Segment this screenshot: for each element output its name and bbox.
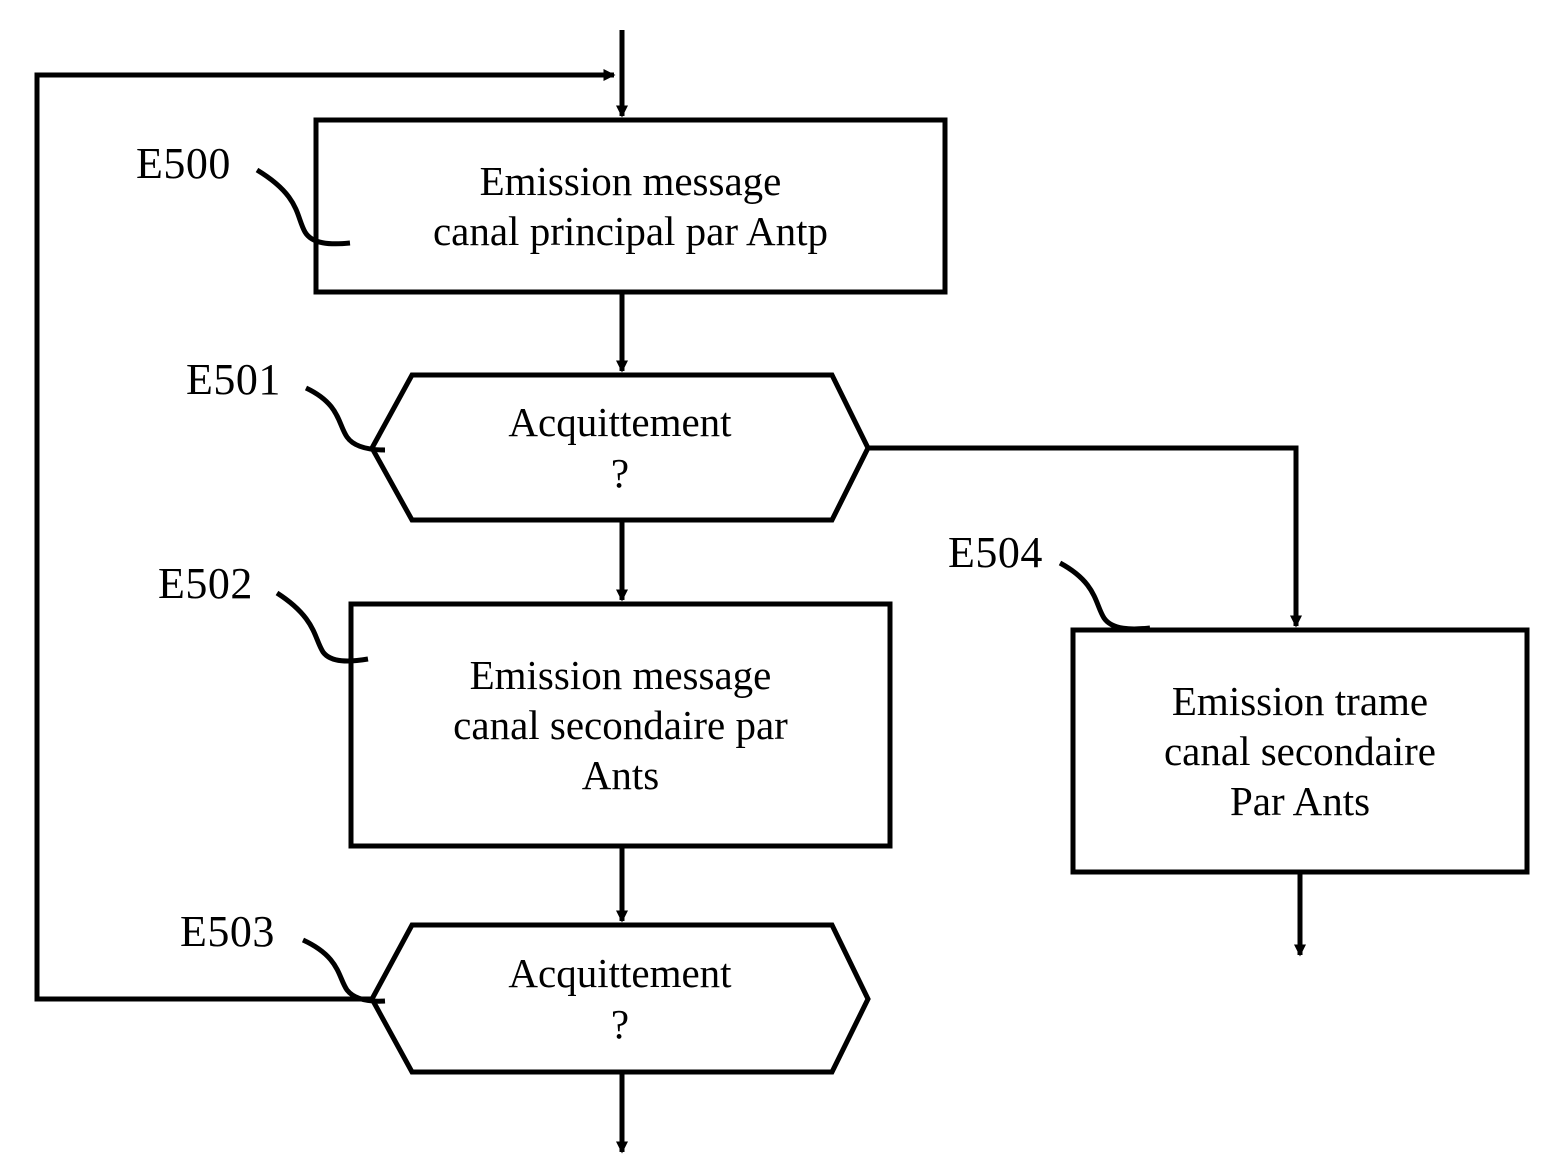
node-shape-e504 — [1070, 627, 1530, 875]
step-label-e504: E504 — [948, 528, 1043, 577]
leader-line-e502 — [275, 590, 369, 664]
node-shape-e503 — [369, 922, 871, 1075]
node-shape-e502 — [348, 601, 893, 849]
leader-line-e500 — [255, 167, 351, 247]
step-label-e502: E502 — [158, 559, 253, 608]
leader-line-e501 — [304, 385, 386, 453]
leader-line-e504 — [1058, 560, 1151, 632]
node-shape-e501 — [369, 372, 871, 523]
step-label-e501: E501 — [186, 355, 281, 404]
step-label-e500: E500 — [136, 139, 231, 188]
step-label-e503: E503 — [180, 907, 275, 956]
edge-feedback-loop — [34, 69, 616, 1002]
leader-line-e503 — [301, 937, 386, 1004]
edge-e501-e504 — [868, 445, 1302, 628]
node-shape-e500 — [313, 117, 948, 295]
